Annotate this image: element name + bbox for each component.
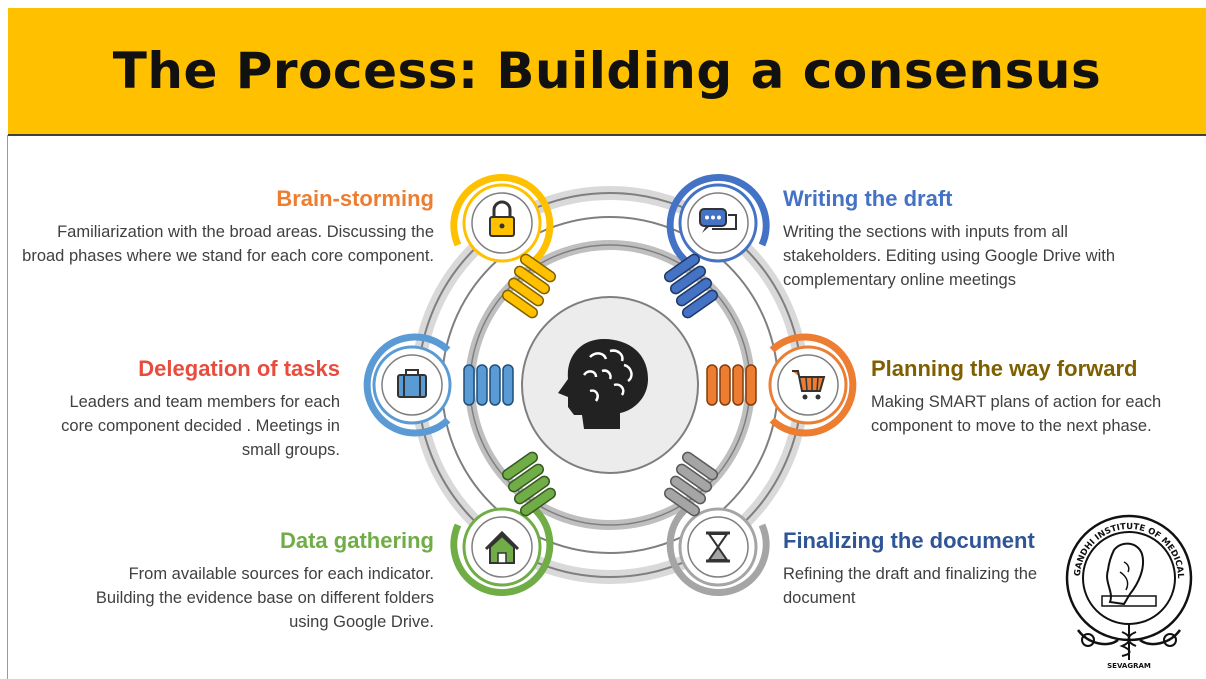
- brainstorming-node: [450, 174, 557, 319]
- step-writing: Writing the draft Writing the sections w…: [783, 186, 1153, 292]
- step-description: Making SMART plans of action for each co…: [871, 393, 1162, 435]
- finalizing-node: [663, 451, 770, 596]
- page-title: The Process: Building a consensus: [112, 42, 1102, 100]
- step-description: Leaders and team members for each core c…: [61, 393, 340, 459]
- briefcase-icon: [397, 369, 427, 398]
- hourglass-icon: [706, 531, 730, 563]
- step-data-gathering: Data gathering From available sources fo…: [14, 528, 434, 634]
- data-gathering-node: [450, 451, 557, 596]
- step-description: Writing the sections with inputs from al…: [783, 223, 1116, 289]
- head-brain-icon: [558, 339, 648, 429]
- cart-icon: [792, 370, 826, 400]
- planning-node: [706, 333, 857, 437]
- title-banner: The Process: Building a consensus: [8, 8, 1206, 136]
- lock-icon: [489, 200, 515, 237]
- svg-text:SEVAGRAM: SEVAGRAM: [1107, 662, 1151, 670]
- process-wheel: [363, 174, 857, 596]
- house-icon: [484, 530, 520, 564]
- step-description: From available sources for each indicato…: [95, 565, 434, 631]
- step-description: Refining the draft and finalizing the do…: [783, 565, 1038, 607]
- step-heading: Data gathering: [279, 528, 434, 553]
- step-heading: Brain-storming: [276, 186, 434, 211]
- step-delegation: Delegation of tasks Leaders and team mem…: [0, 356, 340, 462]
- delegation-node: [363, 333, 514, 437]
- step-heading: Delegation of tasks: [138, 356, 340, 381]
- step-heading: Writing the draft: [783, 186, 953, 211]
- left-divider: [7, 135, 8, 679]
- step-brainstorming: Brain-storming Familiarization with the …: [14, 186, 434, 268]
- writing-node: [663, 174, 770, 319]
- institute-seal-logo: MAHATMA GANDHI INSTITUTE OF MEDICAL SCIE…: [1064, 512, 1193, 670]
- chat-icon: [699, 208, 737, 233]
- step-finalizing: Finalizing the document Refining the dra…: [783, 528, 1063, 610]
- step-description: Familiarization with the broad areas. Di…: [22, 223, 434, 265]
- step-heading: Planning the way forward: [871, 356, 1138, 381]
- step-planning: Planning the way forward Making SMART pl…: [871, 356, 1191, 438]
- step-heading: Finalizing the document: [783, 528, 1035, 553]
